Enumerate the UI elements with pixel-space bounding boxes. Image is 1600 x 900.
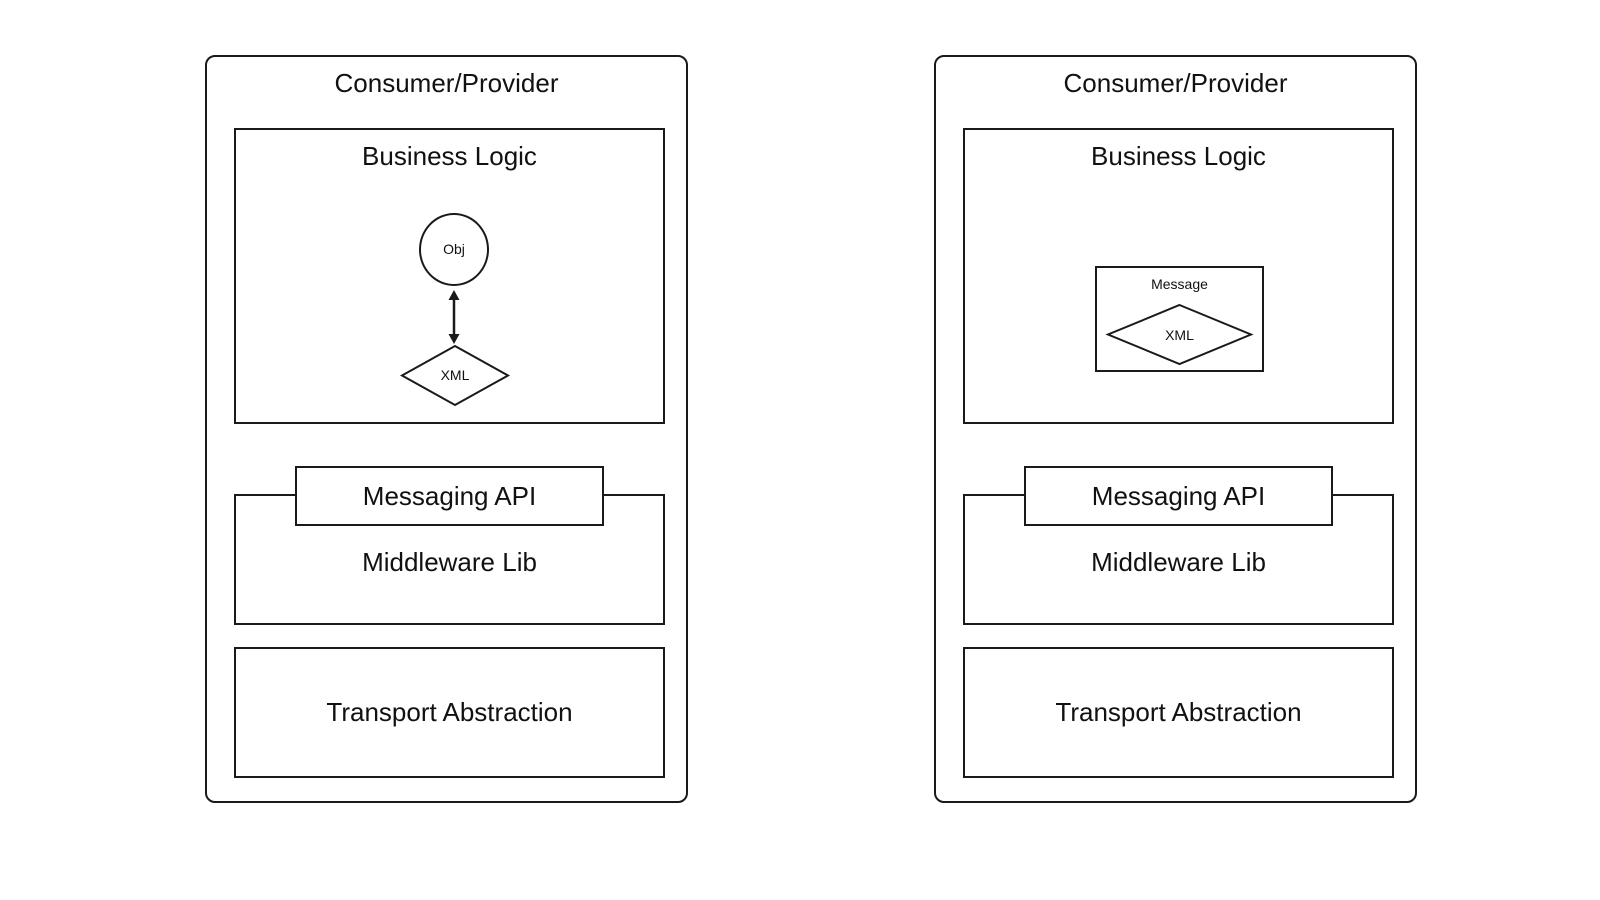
consumer-provider-stack-right: Consumer/Provider Business Logic Message… bbox=[934, 55, 1417, 803]
business-logic-layer: Business Logic Message XML bbox=[963, 128, 1394, 424]
middleware-lib-title: Middleware Lib bbox=[1091, 547, 1266, 577]
stack-title: Consumer/Provider bbox=[1063, 68, 1288, 98]
messaging-api-box: Messaging API bbox=[295, 466, 604, 526]
consumer-provider-stack-left: Consumer/Provider Business Logic Obj XML… bbox=[205, 55, 688, 803]
business-logic-title: Business Logic bbox=[1091, 141, 1266, 171]
transport-abstraction-title: Transport Abstraction bbox=[1055, 697, 1302, 727]
bidirectional-arrow-icon bbox=[448, 290, 460, 344]
stack-title: Consumer/Provider bbox=[334, 68, 559, 98]
message-label: Message bbox=[1151, 276, 1208, 292]
xml-label: XML bbox=[440, 367, 470, 383]
xml-diamond-shape bbox=[1105, 303, 1254, 366]
xml-diamond-shape bbox=[399, 344, 511, 407]
object-circle: Obj bbox=[419, 213, 489, 286]
business-logic-layer: Business Logic Obj XML bbox=[234, 128, 665, 424]
business-logic-title: Business Logic bbox=[362, 141, 537, 171]
messaging-api-box: Messaging API bbox=[1024, 466, 1333, 526]
transport-abstraction-layer: Transport Abstraction bbox=[234, 647, 665, 778]
middleware-lib-title: Middleware Lib bbox=[362, 547, 537, 577]
xml-label: XML bbox=[1165, 327, 1194, 343]
transport-abstraction-layer: Transport Abstraction bbox=[963, 647, 1394, 778]
transport-abstraction-title: Transport Abstraction bbox=[326, 697, 573, 727]
object-label: Obj bbox=[443, 241, 465, 257]
message-box: Message XML bbox=[1095, 266, 1264, 372]
